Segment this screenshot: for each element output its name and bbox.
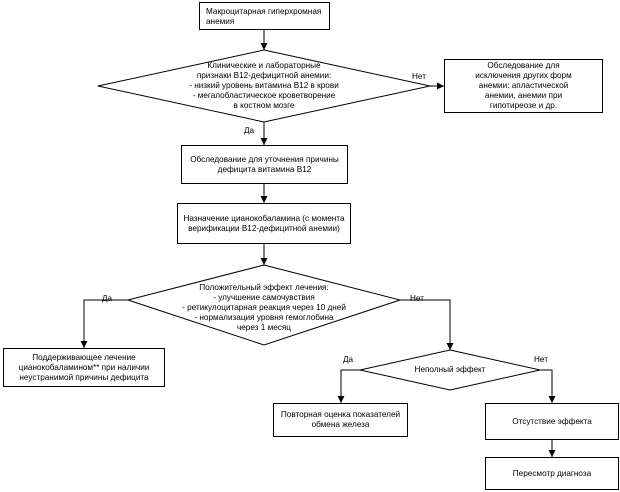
arrow-d2-no xyxy=(400,299,454,350)
no-effect-node: Отсутствие эффекта xyxy=(485,403,619,440)
clarify-node: Обследование для уточнения причины дефиц… xyxy=(181,145,348,184)
edge-label-d1-no: Нет xyxy=(412,72,426,81)
decision3-diamond xyxy=(359,349,541,391)
edge-label-d1-yes: Да xyxy=(244,126,255,135)
decision1-text: Клинические и лабораторные признаки B12-… xyxy=(189,61,339,110)
arrow-d2-yes xyxy=(80,299,128,348)
iron-node: Повторная оценка показателей обмена желе… xyxy=(273,403,408,437)
maintenance-node: Поддерживающее лечение цианокобаламином*… xyxy=(3,348,165,387)
decision3-text: Неполный эффект xyxy=(414,365,486,374)
exclusion-node: Обследование для исключения других форм … xyxy=(444,59,603,113)
edge-label-d2-no: Нет xyxy=(410,294,424,303)
decision2-diamond xyxy=(126,264,402,346)
start-node: Макроцитарная гиперхромная анемия xyxy=(199,2,330,30)
decision2-text: Положительный эффект лечения: - улучшени… xyxy=(182,283,346,332)
edge-label-d2-yes: Да xyxy=(102,294,113,303)
edge-label-d3-yes: Да xyxy=(343,355,354,364)
arrow-d3-yes xyxy=(337,369,360,403)
arrow-d3-no xyxy=(540,369,556,403)
edge-label-d3-no: Нет xyxy=(534,355,548,364)
review-node: Пересмотр диагноза xyxy=(485,457,619,490)
prescribe-node: Назначение цианокобаламина (с момента ве… xyxy=(177,203,351,244)
